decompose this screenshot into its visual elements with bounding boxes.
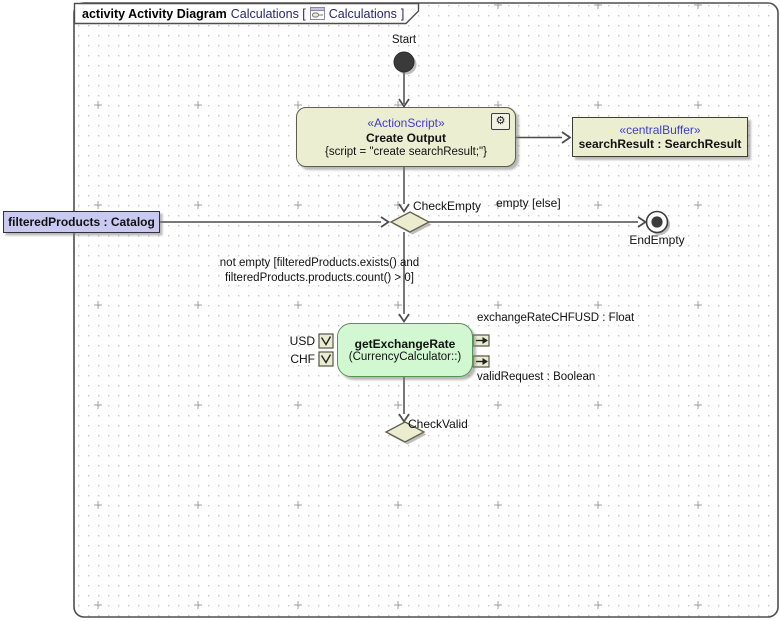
end-empty-label[interactable]: EndEmpty — [629, 233, 685, 247]
empty-else-guard-label[interactable]: empty [else] — [496, 196, 561, 210]
gear-icon: ⚙ — [491, 113, 510, 130]
frame-context-label: Calculations [ — [230, 6, 306, 21]
pin-label-usd[interactable]: USD — [289, 334, 315, 348]
pin-label-chf[interactable]: CHF — [290, 352, 315, 366]
grid-crosses — [74, 3, 778, 617]
create-output-stereotype: «ActionScript» — [367, 116, 445, 130]
buffer-stereotype: «centralBuffer» — [619, 123, 701, 137]
object-node-filtered-products[interactable]: filteredProducts : Catalog — [3, 211, 160, 233]
edge-create-output-to-check-empty[interactable] — [398, 167, 410, 214]
create-output-name: Create Output — [365, 131, 446, 145]
frame-diagram-name: Calculations — [328, 6, 397, 21]
get-exchange-rate-name: getExchangeRate — [354, 337, 456, 351]
create-output-script: {script = "create searchResult;"} — [325, 146, 487, 158]
decision-check-empty[interactable] — [389, 211, 432, 235]
edge-filtered-products-to-check-empty[interactable] — [160, 216, 391, 228]
input-pin-chf[interactable] — [318, 351, 334, 367]
edge-create-output-to-buffer[interactable] — [516, 131, 572, 144]
frame-tab-shape[interactable] — [73, 2, 420, 25]
central-buffer-search-result[interactable]: «centralBuffer» searchResult : SearchRes… — [572, 117, 748, 157]
final-node-end-empty[interactable] — [645, 210, 671, 236]
frame-kind-label: activity Activity Diagram — [82, 6, 227, 21]
pin-label-valid-request[interactable]: validRequest : Boolean — [477, 371, 596, 383]
not-empty-guard-line2: filteredProducts.products.count() > 0] — [225, 272, 414, 284]
not-empty-guard-label[interactable]: not empty [filteredProducts.exists() and… — [181, 256, 458, 286]
decision-check-valid[interactable] — [384, 421, 427, 445]
activity-diagram-icon — [309, 7, 325, 20]
action-create-output[interactable]: «ActionScript» Create Output {script = "… — [296, 107, 516, 167]
check-valid-label[interactable]: CheckValid — [408, 417, 468, 431]
initial-node[interactable] — [393, 51, 417, 75]
edge-check-empty-to-end-empty[interactable] — [429, 216, 648, 228]
output-pin-exchange-rate[interactable] — [472, 334, 490, 347]
action-get-exchange-rate[interactable]: getExchangeRate (CurrencyCalculator::) — [337, 323, 473, 377]
frame-tab[interactable]: activity Activity Diagram Calculations [… — [82, 5, 404, 22]
edge-get-exchange-rate-to-check-valid[interactable] — [398, 377, 410, 424]
frame-border — [73, 2, 779, 618]
frame-closing-bracket: ] — [400, 6, 405, 21]
edge-start-to-create-output[interactable] — [398, 72, 410, 109]
check-empty-label[interactable]: CheckEmpty — [413, 199, 482, 213]
edge-check-empty-to-get-exchange-rate[interactable] — [398, 232, 410, 324]
initial-node-label[interactable]: Start — [391, 34, 417, 46]
pin-label-exchange-rate[interactable]: exchangeRateCHFUSD : Float — [477, 312, 635, 324]
not-empty-guard-line1: not empty [filteredProducts.exists() and — [219, 257, 420, 269]
buffer-name: searchResult : SearchResult — [578, 137, 742, 151]
object-node-name: filteredProducts : Catalog — [8, 215, 155, 229]
input-pin-usd[interactable] — [318, 333, 334, 349]
output-pin-valid-request[interactable] — [472, 355, 490, 368]
get-exchange-rate-qualifier: (CurrencyCalculator::) — [348, 351, 462, 363]
